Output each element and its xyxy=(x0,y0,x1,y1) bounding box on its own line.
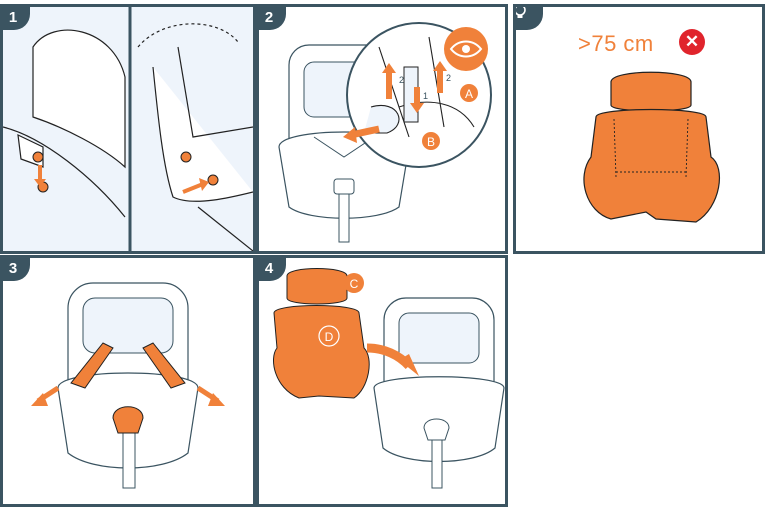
step-1-panel: 1 xyxy=(0,4,256,254)
step-4-panel: C D 4 xyxy=(256,255,508,507)
arrow-label-2-left: 2 xyxy=(399,75,404,85)
step-3-panel: 3 xyxy=(0,255,256,507)
tip-panel: >75 cm ✕ xyxy=(513,4,765,254)
callout-c: C xyxy=(350,277,359,291)
callout-a: A xyxy=(465,87,473,101)
step-2-panel: A B 2 2 1 2 xyxy=(256,4,508,254)
insert-illustration xyxy=(516,7,762,251)
step-1-illustration xyxy=(3,7,253,251)
callout-d: D xyxy=(325,330,334,344)
step-4-illustration: C D xyxy=(259,258,505,504)
arrow-label-1: 1 xyxy=(423,91,428,101)
step-3-illustration xyxy=(3,258,253,504)
arrow-label-2-right: 2 xyxy=(446,73,451,83)
step-2-illustration: A B 2 2 1 xyxy=(259,7,505,251)
callout-b: B xyxy=(427,135,435,149)
